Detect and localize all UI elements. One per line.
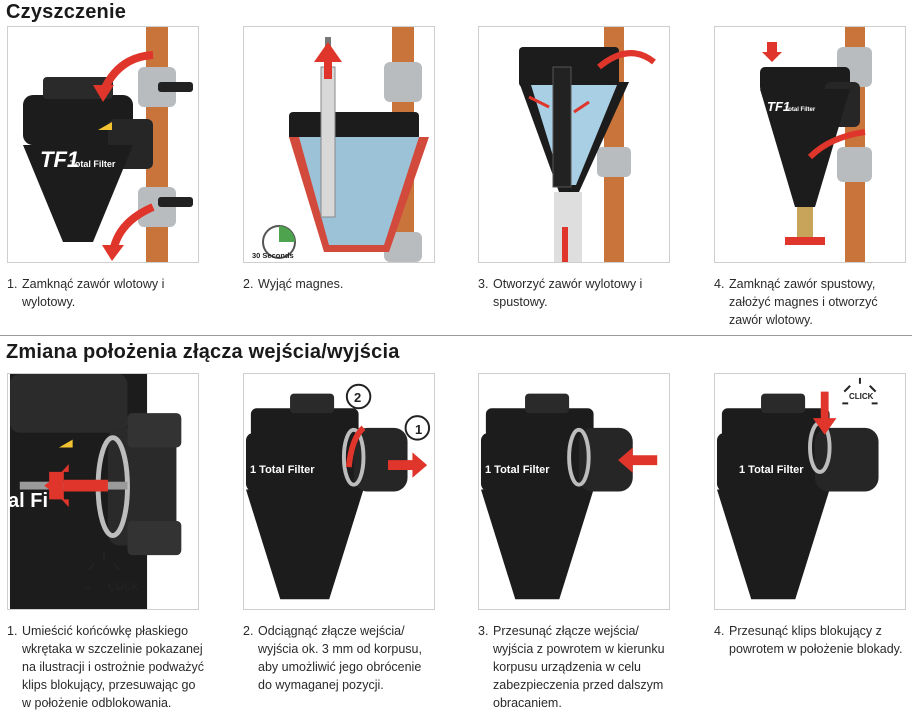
illustration-open-drain bbox=[478, 26, 670, 263]
step-number: 1. bbox=[7, 624, 18, 638]
step-text: Wyjąć magnes. bbox=[258, 277, 344, 291]
total-filter-partial-text: 1 Total Filter bbox=[250, 464, 315, 476]
section-divider bbox=[0, 335, 912, 336]
step-text: Przesunąć złącze wejścia/ wyjścia z powr… bbox=[493, 624, 665, 710]
step-number: 1. bbox=[7, 277, 18, 291]
total-filter-text: Total Filter bbox=[70, 159, 116, 169]
total-filter-partial-text-4: 1 Total Filter bbox=[739, 464, 804, 476]
step-text: Umieścić końcówkę płaskiego wkrętaka w s… bbox=[22, 624, 205, 710]
illustration-rotate-port: 2 1 1 Total Filter bbox=[243, 373, 435, 610]
cleaning-step-3: 3. Otworzyć zawór wylotowy i spustowy. bbox=[478, 275, 683, 311]
rotation-step-4: 4. Przesunąć klips blokujący z powrotem w… bbox=[714, 622, 909, 658]
tf1-brand-text-4: TF1 bbox=[767, 99, 791, 114]
cleaning-step-1: 1. Zamknąć zawór wlotowy i wylotowy. bbox=[7, 275, 212, 311]
rotation-step-3: 3. Przesunąć złącze wejścia/ wyjścia z po… bbox=[478, 622, 683, 712]
illustration-lock-clip: CLICK 1 Total Filter bbox=[714, 373, 906, 610]
click-label: CLICK bbox=[108, 582, 139, 593]
tf1-brand-text: TF1 bbox=[40, 147, 80, 172]
section-title-cleaning: Czyszczenie bbox=[6, 1, 127, 23]
step-text: Zamknąć zawór spustowy, założyć magnes i… bbox=[729, 277, 878, 327]
illustration-close-valves: TF1 Total Filter bbox=[7, 26, 199, 263]
total-filter-partial-text-3: 1 Total Filter bbox=[485, 464, 550, 476]
cleaning-step-2: 2. Wyjąć magnes. bbox=[243, 275, 448, 293]
step-number: 3. bbox=[478, 624, 489, 638]
step-text: Odciągnąć złącze wejścia/ wyjścia ok. 3 … bbox=[258, 624, 422, 692]
rotation-step-2: 2. Odciągnąć złącze wejścia/ wyjścia ok. … bbox=[243, 622, 448, 694]
marker-2: 2 bbox=[354, 390, 362, 405]
timer-label: 30 Seconds bbox=[252, 251, 294, 260]
step-number: 2. bbox=[243, 624, 254, 638]
step-text: Zamknąć zawór wlotowy i wylotowy. bbox=[22, 277, 165, 309]
click-label-4: CLICK bbox=[849, 392, 874, 401]
step-number: 4. bbox=[714, 624, 725, 638]
total-filter-text-4: Total Filter bbox=[785, 107, 816, 113]
cleaning-step-4: 4. Zamknąć zawór spustowy, założyć magnes… bbox=[714, 275, 909, 329]
step-text: Otworzyć zawór wylotowy i spustowy. bbox=[493, 277, 643, 309]
marker-1: 1 bbox=[415, 422, 423, 437]
illustration-unlock-clip: al Fi CLICK bbox=[7, 373, 199, 610]
step-number: 2. bbox=[243, 277, 254, 291]
illustration-push-port: 1 Total Filter bbox=[478, 373, 670, 610]
partial-brand-text: al Fi bbox=[8, 490, 49, 512]
rotation-step-1: 1. Umieścić końcówkę płaskiego wkrętaka w… bbox=[7, 622, 222, 712]
section-title-port-rotation: Zmiana położenia złącza wejścia/wyjścia bbox=[6, 341, 400, 363]
step-number: 4. bbox=[714, 277, 725, 291]
step-number: 3. bbox=[478, 277, 489, 291]
illustration-remove-magnet: 30 Seconds bbox=[243, 26, 435, 263]
step-text: Przesunąć klips blokujący z powrotem w p… bbox=[729, 624, 903, 656]
illustration-close-drain: TF1 Total Filter bbox=[714, 26, 906, 263]
